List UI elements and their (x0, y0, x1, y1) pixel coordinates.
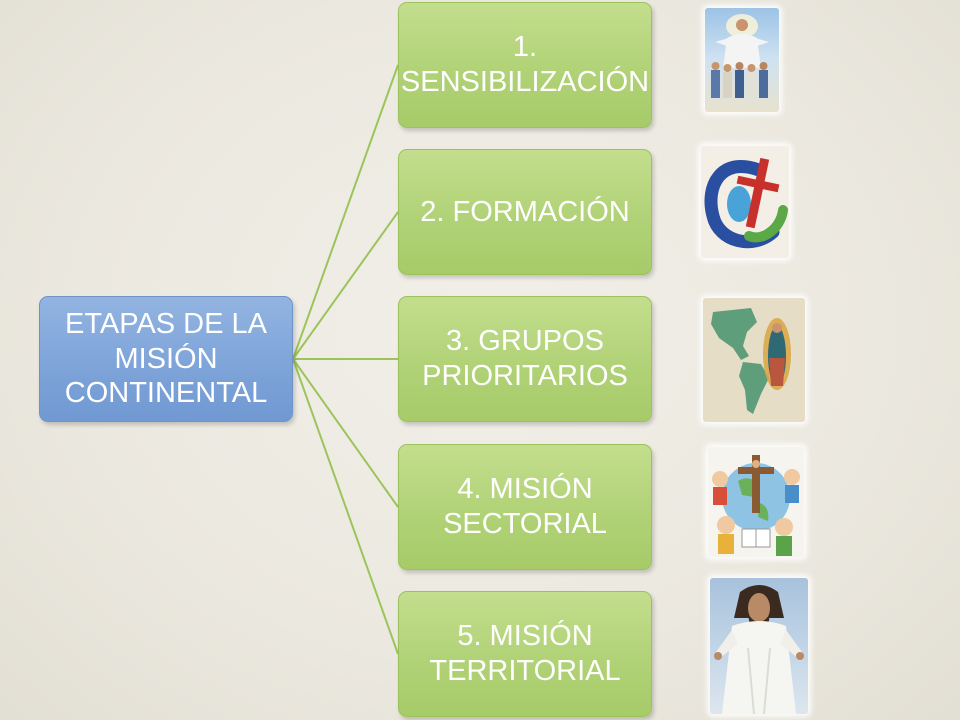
connector-2 (292, 211, 399, 360)
children-cross-image (708, 447, 804, 557)
step-1-label: 1. SENSIBILIZACIÓN (400, 31, 650, 98)
connector-4 (292, 358, 399, 508)
step-node-5: 5. MISIÓN TERRITORIAL (398, 591, 652, 717)
step-4-label: 4. MISIÓN SECTORIAL (443, 473, 607, 540)
connector-5 (292, 358, 399, 655)
root-label: ETAPAS DE LA MISIÓN CONTINENTAL (64, 307, 268, 410)
step-3-label: 3. GRUPOS PRIORITARIOS (422, 325, 628, 392)
step-node-1: 1. SENSIBILIZACIÓN (398, 2, 652, 128)
step-2-label: 2. FORMACIÓN (420, 195, 630, 228)
americas-map-image (703, 298, 805, 422)
step-5-label: 5. MISIÓN TERRITORIAL (429, 620, 621, 687)
step-node-4: 4. MISIÓN SECTORIAL (398, 444, 652, 570)
step-node-2: 2. FORMACIÓN (398, 149, 652, 275)
root-node: ETAPAS DE LA MISIÓN CONTINENTAL (39, 296, 293, 422)
mission-logo-image (701, 146, 789, 258)
connector-1 (292, 64, 399, 360)
step-node-3: 3. GRUPOS PRIORITARIOS (398, 296, 652, 422)
risen-jesus-image (710, 578, 808, 714)
jesus-with-children-image (705, 8, 779, 112)
